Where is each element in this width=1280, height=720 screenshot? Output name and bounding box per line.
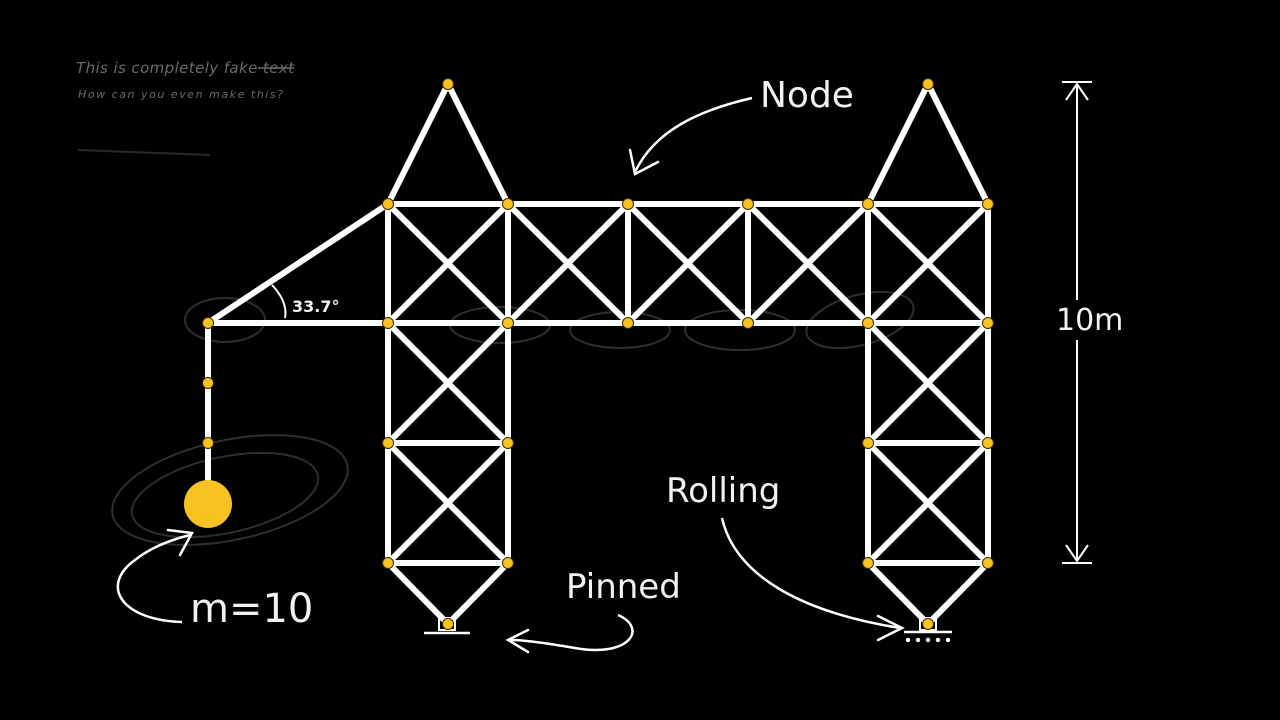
truss-node bbox=[922, 618, 934, 630]
truss-member bbox=[865, 201, 991, 326]
truss-node bbox=[742, 198, 754, 210]
pinned-arrowhead bbox=[505, 628, 530, 654]
truss-node bbox=[442, 618, 454, 630]
truss-member bbox=[385, 201, 511, 326]
truss-node bbox=[922, 78, 934, 90]
truss-node bbox=[502, 437, 514, 449]
pinned-arrow bbox=[509, 613, 634, 652]
truss-node bbox=[202, 317, 214, 329]
truss-node bbox=[862, 557, 874, 569]
truss-node bbox=[502, 557, 514, 569]
pinned-label: Pinned bbox=[566, 567, 681, 607]
truss-member bbox=[625, 201, 751, 326]
node-label: Node bbox=[760, 75, 854, 116]
truss-node bbox=[862, 437, 874, 449]
truss-node bbox=[742, 317, 754, 329]
angle-arc bbox=[271, 284, 287, 319]
truss-node bbox=[622, 317, 634, 329]
truss-node bbox=[982, 437, 994, 449]
truss-member bbox=[385, 320, 511, 446]
rolling-arrow bbox=[720, 517, 901, 630]
node-arrowhead bbox=[628, 148, 660, 176]
mass-ball bbox=[184, 480, 232, 528]
truss-members bbox=[205, 81, 991, 627]
truss-node bbox=[442, 78, 454, 90]
mass-arrow bbox=[116, 533, 191, 624]
mass-label: m=10 bbox=[190, 586, 313, 632]
truss-node bbox=[982, 198, 994, 210]
truss-member bbox=[865, 320, 991, 446]
truss-member bbox=[505, 201, 631, 326]
note-line-2: How can you even make this? bbox=[78, 88, 283, 101]
truss-nodes bbox=[202, 78, 994, 630]
truss-node bbox=[502, 198, 514, 210]
truss-node bbox=[622, 198, 634, 210]
truss-node bbox=[982, 557, 994, 569]
mass-arrowhead bbox=[166, 528, 194, 557]
truss-node bbox=[502, 317, 514, 329]
truss-member bbox=[445, 560, 511, 627]
truss-node bbox=[382, 317, 394, 329]
truss-member bbox=[865, 440, 991, 566]
truss-node bbox=[382, 437, 394, 449]
truss-member bbox=[865, 81, 931, 207]
truss-member bbox=[745, 201, 871, 326]
truss-node bbox=[862, 198, 874, 210]
rolling-arrowhead bbox=[876, 614, 905, 642]
truss-node bbox=[202, 377, 214, 389]
truss-node bbox=[862, 317, 874, 329]
rolling-label: Rolling bbox=[666, 471, 780, 511]
truss-node bbox=[982, 317, 994, 329]
truss-member bbox=[865, 560, 931, 627]
angle-label: 33.7° bbox=[292, 297, 339, 316]
truss-member bbox=[385, 440, 511, 566]
truss-node bbox=[382, 557, 394, 569]
truss-node bbox=[382, 198, 394, 210]
truss-member bbox=[445, 81, 511, 207]
truss-member bbox=[925, 81, 991, 207]
truss-member bbox=[385, 560, 451, 627]
pinned-support bbox=[424, 617, 470, 635]
note-rule bbox=[77, 149, 211, 156]
note-line-1: This is completely fake text bbox=[76, 59, 295, 77]
height-dimension bbox=[1062, 81, 1092, 564]
height-label: 10m bbox=[1056, 303, 1123, 338]
truss-member bbox=[205, 201, 391, 326]
truss-member bbox=[385, 81, 451, 207]
node-arrow bbox=[633, 96, 753, 173]
truss-node bbox=[202, 437, 214, 449]
truss-member bbox=[925, 560, 991, 627]
